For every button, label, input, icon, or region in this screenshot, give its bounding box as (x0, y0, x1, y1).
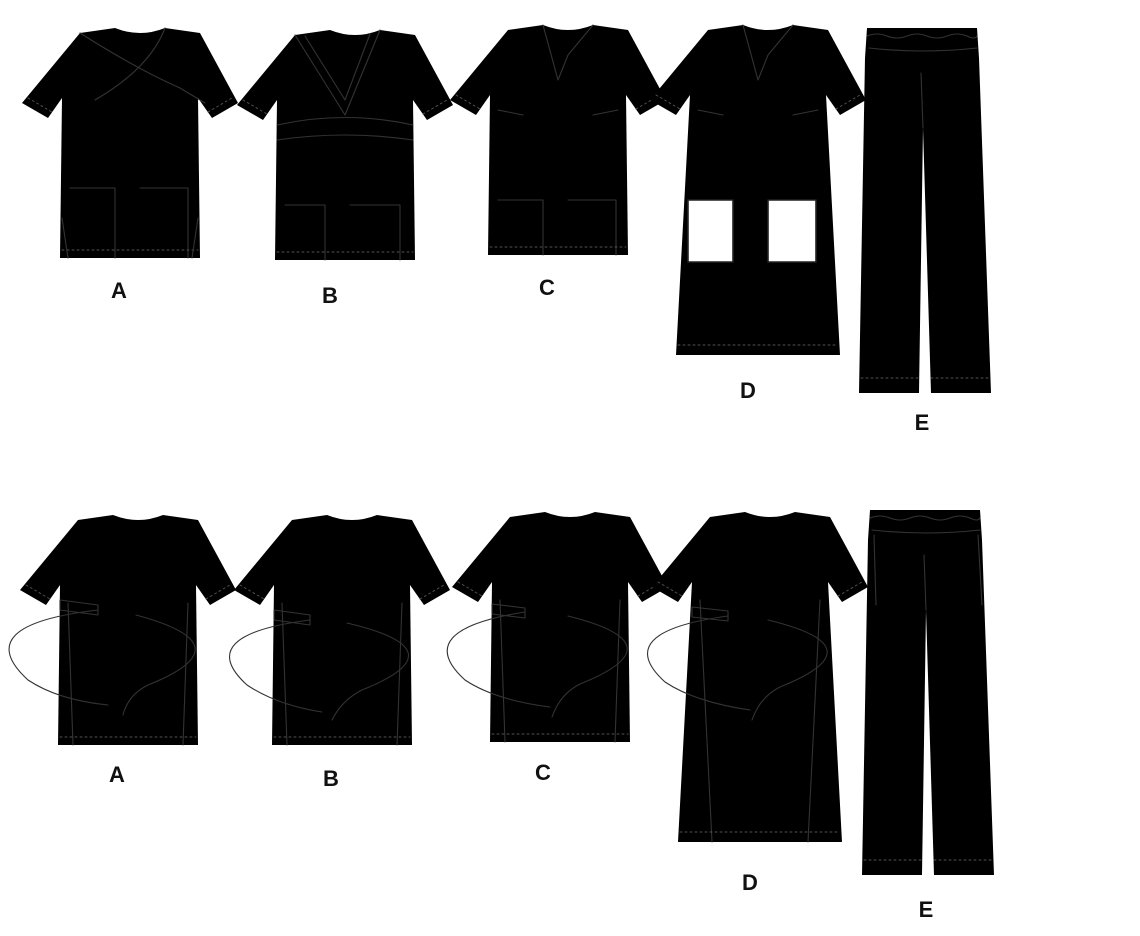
label-back-b: B (323, 766, 339, 791)
label-back-d: D (742, 870, 758, 895)
view-b-front (237, 29, 453, 261)
view-e-back (862, 510, 994, 875)
view-c-front (450, 24, 666, 256)
label-front-b: B (322, 283, 338, 308)
view-d-back (646, 512, 868, 843)
label-front-d: D (740, 378, 756, 403)
view-c-back (446, 512, 668, 743)
view-a-back (8, 515, 236, 746)
label-back-c: C (535, 760, 551, 785)
view-b-back (228, 515, 450, 746)
label-front-c: C (539, 275, 555, 300)
label-back-e: E (918, 897, 934, 922)
label-back-a: A (109, 762, 125, 787)
label-front-a: A (111, 278, 127, 303)
label-front-e: E (914, 410, 930, 435)
view-a-front (22, 27, 238, 259)
view-d-front (650, 24, 866, 355)
view-e-front (859, 28, 991, 393)
